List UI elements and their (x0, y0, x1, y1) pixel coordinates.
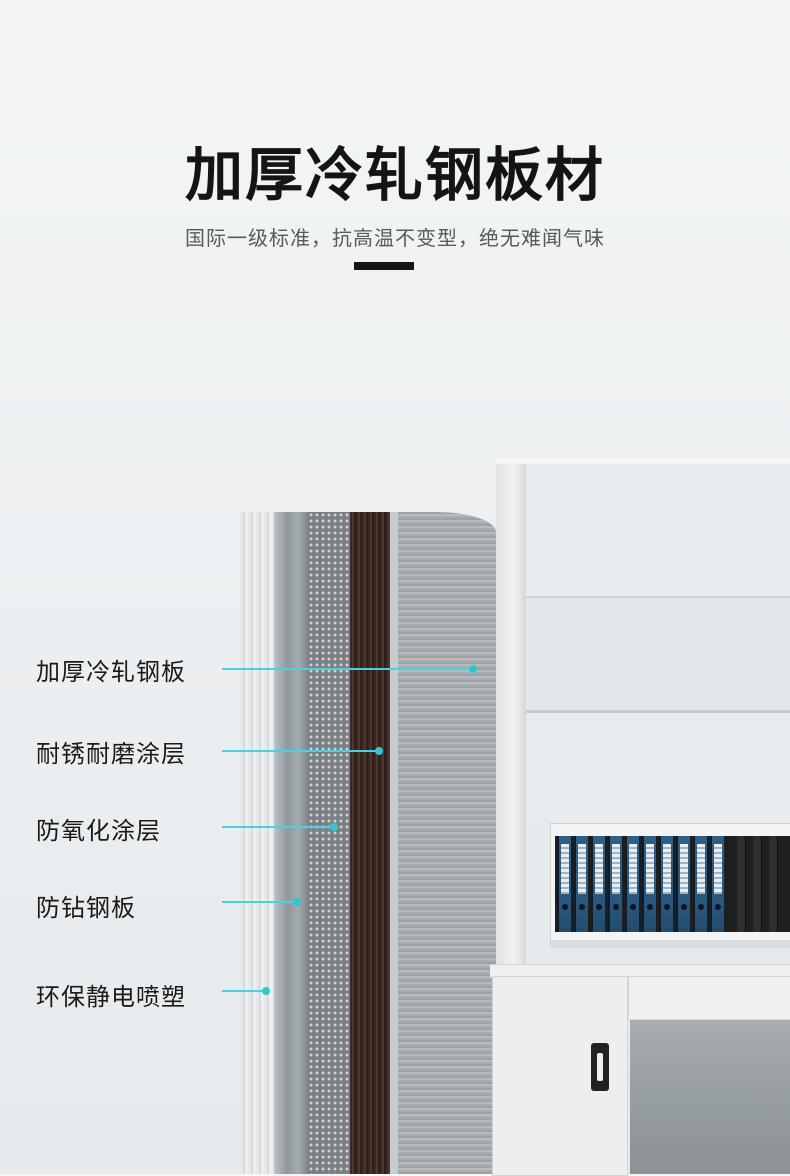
callout-leader-line (222, 990, 266, 992)
callout-label: 耐锈耐磨涂层 (36, 740, 186, 768)
file-cabinet-illustration (490, 458, 790, 1176)
callout-leader-line (222, 668, 472, 670)
binder (693, 836, 707, 932)
open-shelf (550, 823, 790, 948)
callout-dot-icon (293, 898, 301, 906)
callout-label: 防钻钢板 (36, 894, 136, 922)
knee-space (630, 1020, 790, 1174)
callout-dot-icon (262, 987, 270, 995)
rust-resistant-layer (350, 512, 390, 1174)
binder (608, 836, 622, 932)
shelf-divider (753, 836, 762, 932)
anti-oxidation-layer (308, 512, 350, 1174)
page-subtitle: 国际一级标准，抗高温不变型，绝无难闻气味 (185, 226, 605, 250)
binder (710, 836, 724, 932)
title-underline (354, 262, 414, 270)
shelf-divider (737, 836, 746, 932)
callout-dot-icon (469, 665, 477, 673)
page-title: 加厚冷轧钢板材 (184, 141, 605, 209)
binder (557, 836, 571, 932)
callout-leader-line (222, 826, 334, 828)
binder (642, 836, 656, 932)
door-handle-icon (591, 1043, 609, 1091)
cabinet-side-panel (496, 464, 526, 974)
cabinet-middle-door (526, 598, 790, 713)
desk-drawer (628, 976, 790, 1020)
lower-cabinet-door (492, 976, 628, 1176)
callout-dot-icon (375, 747, 383, 755)
binder (574, 836, 588, 932)
callout-dot-icon (330, 823, 338, 831)
binder (625, 836, 639, 932)
callout-label: 加厚冷轧钢板 (36, 658, 186, 686)
shelf-divider (769, 836, 778, 932)
shelf-interior (555, 836, 790, 932)
anti-drill-steel-layer (274, 512, 308, 1174)
binder (659, 836, 673, 932)
callout-label: 环保静电喷塑 (36, 983, 186, 1011)
steel-layer-edge (390, 512, 398, 1174)
powder-coat-layer (240, 512, 274, 1174)
shelf-lip (551, 940, 790, 948)
cabinet-lower-door (526, 713, 790, 823)
callout-leader-line (222, 901, 297, 903)
callout-leader-line (222, 750, 378, 752)
cold-rolled-steel-layer (390, 512, 496, 1174)
binder (591, 836, 605, 932)
binder (676, 836, 690, 932)
callout-label: 防氧化涂层 (36, 817, 161, 845)
cabinet-top-edge (496, 458, 790, 464)
cabinet-upper-door (526, 464, 790, 598)
